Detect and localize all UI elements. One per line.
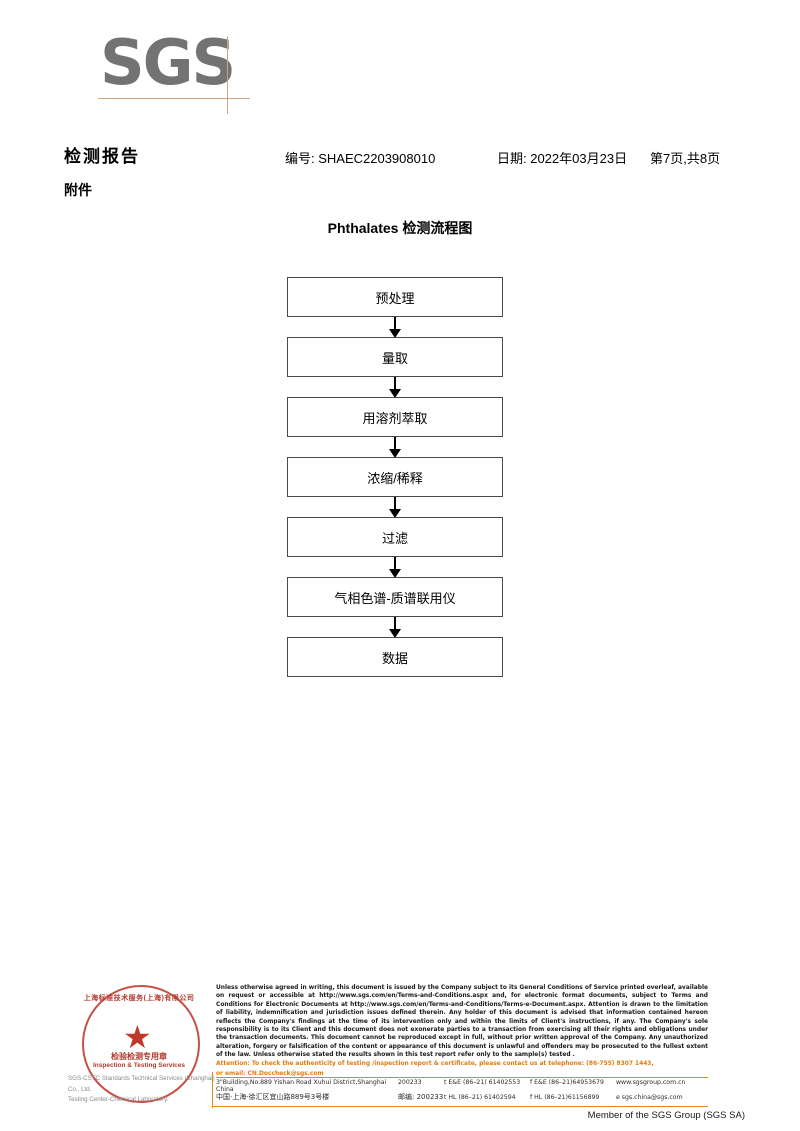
flow-step: 浓缩/稀释 [287,457,503,497]
legal-paragraph: Unless otherwise agreed in writing, this… [216,985,708,1058]
member-of-group-line: Member of the SGS Group (SGS SA) [587,1110,745,1121]
flow-step: 数据 [287,637,503,677]
flow-box-concentrate-dilute: 浓缩/稀释 [287,457,503,497]
flowchart: 预处理 量取 用溶剂萃取 浓缩/稀释 过滤 气相色谱-质谱联用仪 数据 [287,277,503,677]
zip-cn: 邮编: 200233 [398,1093,444,1101]
attention-line-1: Attention: To check the authenticity of … [216,1061,654,1068]
seal-ring [82,985,200,1103]
seal-en-text: Inspection & Testing Services [93,1062,185,1069]
seal-cn-text: 检验检测专用章 [111,1052,167,1061]
footer-vertical-rule [212,1072,213,1108]
flow-step: 过滤 [287,517,503,557]
company-legal-name: SGS-CSTC Standards Technical Services (S… [68,1074,218,1106]
company-seal: 上海标准技术服务(上海)有限公司 ★ 检验检测专用章 Inspection & … [82,985,200,1103]
footer-address-row: 中国·上海·徐汇区宜山路889号3号楼 邮编: 200233 t HL (86–… [216,1092,708,1105]
website: www.sgsgroup.com.cn [616,1079,686,1086]
tel-ee: t E&E (86–21) 61402553 [444,1079,521,1086]
address-en: 3"Building,No.889 Yishan Road Xuhui Dist… [216,1079,387,1093]
seal-arc-text: 上海标准技术服务(上海)有限公司 [83,995,195,1002]
zip-en: 200233 [398,1079,422,1086]
fax-ee: f E&E (86–21)64953679 [530,1079,604,1086]
address-cn: 中国·上海·徐汇区宜山路889号3号楼 [216,1093,330,1101]
flow-box-filtration: 过滤 [287,517,503,557]
flow-arrow [287,497,503,518]
fax-hl: f HL (86–21)61156899 [530,1094,600,1101]
email: e sgs.china@sgs.com [616,1094,683,1101]
footer-top-rule [216,1077,708,1078]
flow-box-measure: 量取 [287,337,503,377]
flow-box-data: 数据 [287,637,503,677]
tel-hl: t HL (86–21) 61402594 [444,1094,516,1101]
flow-box-gcms: 气相色谱-质谱联用仪 [287,577,503,617]
flow-box-pretreatment: 预处理 [287,277,503,317]
flow-arrow [287,437,503,458]
report-number: 编号: SHAEC2203908010 [285,151,436,166]
flow-step: 用溶剂萃取 [287,397,503,437]
flow-arrow [287,377,503,398]
report-date: 日期: 2022年03月23日 [497,151,628,166]
legal-disclaimer: Unless otherwise agreed in writing, this… [216,984,708,1078]
sgs-logo: SGS [98,32,260,118]
sgs-logo-text: SGS [100,26,236,99]
logo-vertical-rule [227,36,228,114]
footer-bottom-rule [212,1106,708,1107]
flow-arrow [287,617,503,638]
flow-step: 量取 [287,337,503,377]
page-title: 检测报告 [64,147,140,166]
page-indicator: 第7页,共8页 [650,151,721,166]
footer-address-row: 3"Building,No.889 Yishan Road Xuhui Dist… [216,1079,708,1093]
attachment-label: 附件 [64,182,92,198]
flow-step: 预处理 [287,277,503,317]
company-legal-name-line2: Testing Center-Chemical Laboratory. [68,1096,169,1104]
flow-arrow [287,557,503,578]
logo-horizontal-rule [98,98,250,99]
flow-arrow [287,317,503,338]
flow-step: 气相色谱-质谱联用仪 [287,577,503,617]
flowchart-title: Phthalates 检测流程图 [327,220,473,236]
flow-box-solvent-extraction: 用溶剂萃取 [287,397,503,437]
company-legal-name-line1: SGS-CSTC Standards Technical Services (S… [68,1075,215,1093]
footer-address-block: 3"Building,No.889 Yishan Road Xuhui Dist… [216,1079,708,1105]
star-icon: ★ [123,1019,152,1055]
attention-line-2: or email: CN.Doccheck@sgs.com [216,1070,324,1077]
